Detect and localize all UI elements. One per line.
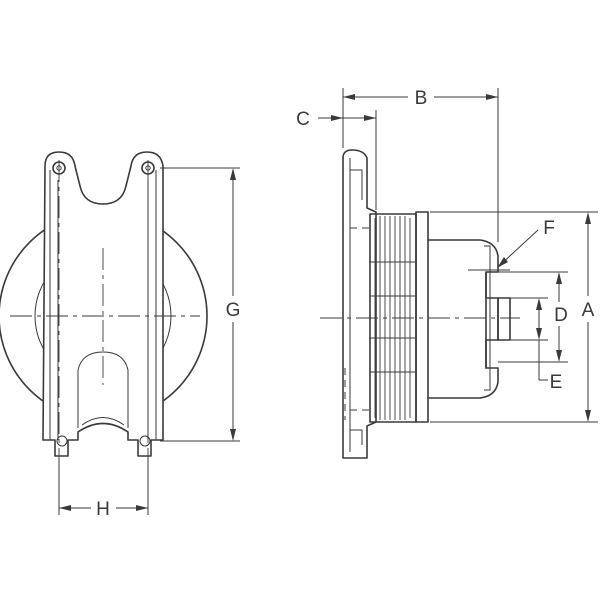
bracket-window bbox=[77, 351, 129, 428]
mounting-hole-bottom-right bbox=[139, 435, 151, 447]
bracket-window-lip bbox=[81, 417, 125, 426]
label-a: A bbox=[582, 300, 595, 321]
label-h: H bbox=[96, 499, 110, 520]
a-arrow-top bbox=[585, 212, 591, 224]
h-arrow-right bbox=[136, 505, 148, 511]
f-arrow bbox=[497, 257, 508, 268]
e-arrow-top bbox=[536, 298, 542, 310]
e-arrow-bottom bbox=[536, 328, 542, 340]
flange-top-detail bbox=[350, 169, 363, 200]
clutch-nose bbox=[497, 297, 511, 341]
label-g: G bbox=[226, 300, 241, 321]
label-f: F bbox=[543, 218, 555, 239]
clutch-hub-inner bbox=[484, 245, 491, 391]
d-arrow-top bbox=[556, 272, 562, 284]
label-e: E bbox=[550, 372, 563, 393]
clutch-hub-body bbox=[427, 239, 499, 399]
mounting-flange bbox=[342, 149, 377, 459]
c-arrow-right bbox=[364, 115, 376, 121]
h-arrow-left bbox=[59, 505, 71, 511]
flange-bottom-detail bbox=[350, 429, 363, 445]
side-view: B C A D E F bbox=[296, 88, 598, 459]
clutch-front-plate bbox=[415, 211, 429, 423]
label-c: C bbox=[296, 109, 310, 130]
mounting-hole-bottom-left bbox=[56, 435, 68, 447]
b-arrow-left bbox=[343, 94, 355, 100]
a-arrow-bottom bbox=[585, 410, 591, 422]
d-arrow-bottom bbox=[556, 350, 562, 362]
g-arrow-bottom bbox=[230, 429, 236, 441]
b-arrow-right bbox=[486, 94, 498, 100]
label-b: B bbox=[415, 88, 428, 109]
label-d: D bbox=[554, 305, 568, 326]
c-arrow-left bbox=[331, 115, 343, 121]
g-arrow-top bbox=[230, 168, 236, 180]
front-view: G H bbox=[0, 151, 241, 520]
clutch-hub-step bbox=[485, 271, 499, 369]
